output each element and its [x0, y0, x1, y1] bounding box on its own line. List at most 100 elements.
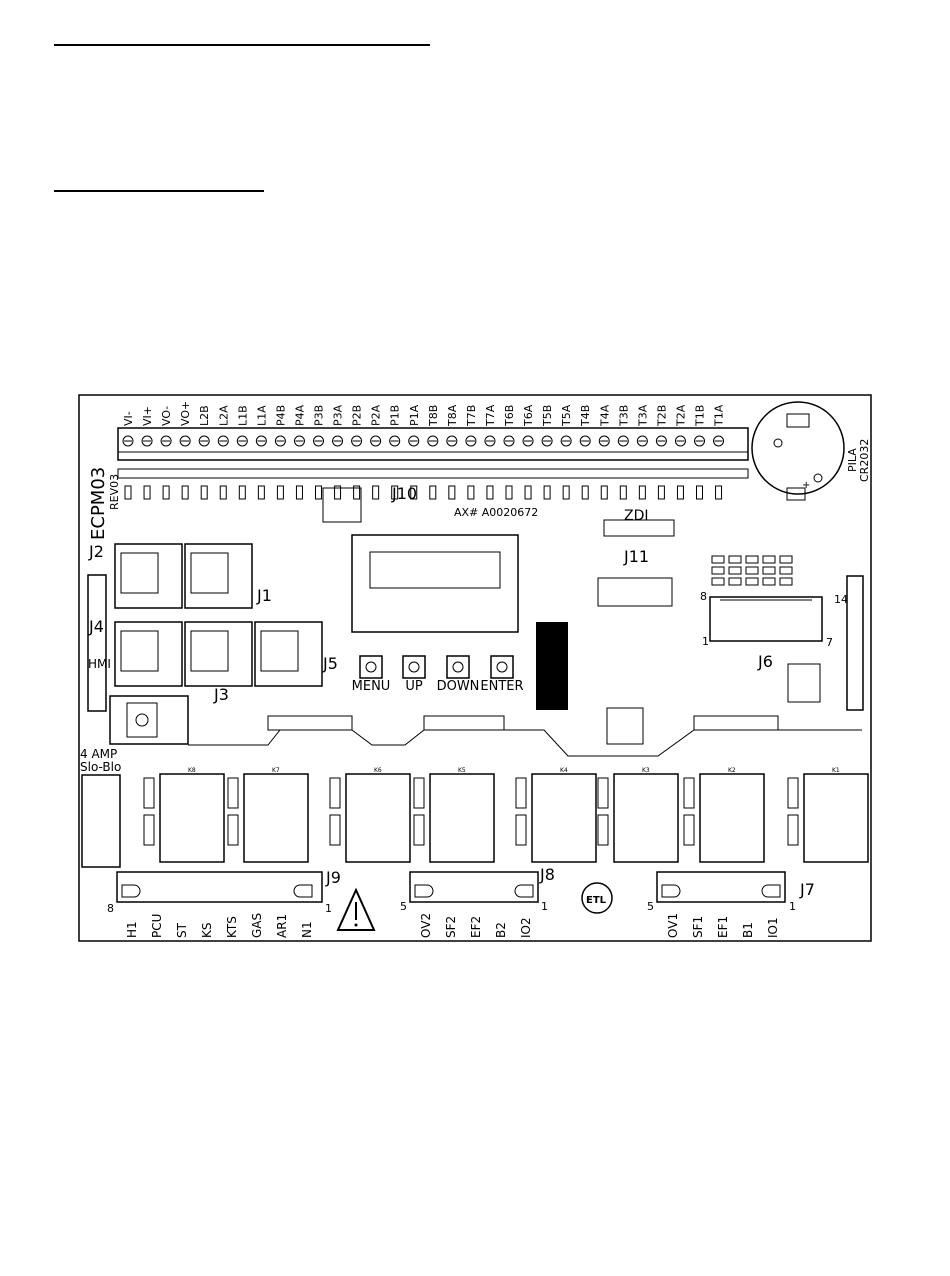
j5-label: J5	[322, 654, 338, 673]
etl-mark-text: ETL	[586, 895, 607, 906]
terminal-label: T7B	[465, 405, 478, 427]
bottom-terminal-label: IO1	[766, 917, 780, 938]
j6-label: J6	[757, 652, 773, 671]
terminal-label: P3B	[313, 405, 326, 426]
terminal-screw-icon	[579, 435, 591, 447]
button-label: ENTER	[480, 679, 523, 694]
terminal-label: P4A	[293, 404, 306, 426]
terminal-screw-icon	[313, 435, 324, 447]
relay-label: K4	[560, 767, 568, 774]
j7-pin-right: 1	[789, 900, 796, 913]
terminal-screw-icon	[351, 435, 363, 447]
terminal-label: P4B	[274, 405, 287, 426]
header-pin	[219, 485, 227, 500]
terminal-screw-icon	[598, 435, 610, 447]
terminal-label: VI+	[141, 406, 154, 426]
header-pin	[257, 485, 265, 500]
jack-j2-b	[184, 543, 253, 609]
terminal-screw-icon	[293, 435, 305, 447]
relay-label: K1	[832, 767, 840, 774]
board-model: ECPM03	[88, 467, 109, 540]
zdi-header	[603, 519, 675, 537]
terminal-label: VI-	[122, 411, 135, 426]
terminal-label: T1B	[694, 405, 707, 427]
button-label: DOWN	[437, 679, 480, 694]
header-pin	[638, 485, 646, 500]
terminal-screw-icon	[160, 435, 172, 447]
bottom-terminal-label: OV1	[666, 913, 680, 938]
terminal-label: T5A	[560, 404, 573, 427]
terminal-screw-icon	[446, 435, 458, 447]
terminal-label: T4A	[598, 404, 611, 427]
j9-pin-left: 8	[107, 902, 114, 915]
header-pin	[181, 485, 189, 500]
relay-label: K8	[188, 767, 196, 774]
chip-u9	[322, 487, 362, 523]
j8-pin-left: 5	[400, 900, 407, 913]
terminal-screw-icon	[560, 435, 572, 447]
bottom-terminal-label: EF2	[469, 916, 483, 938]
bottom-terminal-label: GAS	[250, 913, 264, 938]
fuse-f1	[81, 774, 121, 868]
relay-label: K7	[272, 767, 280, 774]
terminal-screw-icon	[179, 435, 191, 447]
terminal-screw-icon	[370, 435, 382, 447]
j6-pin-bl: 1	[702, 635, 709, 648]
terminal-label: L2B	[198, 405, 211, 426]
header-pin	[486, 485, 494, 500]
header-pin	[696, 485, 703, 500]
terminal-label: T8A	[446, 404, 459, 427]
header-pin	[391, 485, 399, 500]
terminal-screw-icon	[255, 435, 267, 447]
bottom-terminal-label: ST	[175, 922, 189, 938]
terminal-screw-icon	[674, 435, 686, 447]
bottom-terminal-label: KTS	[225, 916, 239, 938]
j10-label: J10	[391, 484, 417, 503]
isolation-trace	[188, 729, 862, 757]
relay-k1: K1	[803, 767, 869, 863]
button-up[interactable]	[402, 655, 426, 679]
terminal-screw-icon	[332, 435, 344, 447]
terminal-screw-icon	[694, 435, 705, 447]
button-menu[interactable]	[359, 655, 383, 679]
chip-u15	[606, 707, 644, 745]
bottom-terminal-label: SF2	[444, 916, 458, 938]
header-pin	[353, 485, 361, 500]
header-pin	[505, 485, 513, 500]
isolator-u8	[267, 715, 353, 731]
j8-pin-right: 1	[541, 900, 548, 913]
bottom-terminal-label: B2	[494, 922, 508, 938]
header-pin	[619, 485, 627, 500]
terminal-label: VO+	[179, 401, 192, 426]
warning-triangle-icon	[336, 887, 376, 931]
j3-label: J3	[213, 685, 229, 704]
terminal-screw-icon	[465, 435, 477, 447]
terminal-label: T1A	[713, 404, 726, 427]
terminal-label: T3A	[636, 404, 649, 427]
button-down[interactable]	[446, 655, 470, 679]
header-pin	[429, 485, 437, 500]
relay-k7: K7	[243, 767, 309, 863]
header-pin	[581, 485, 589, 500]
svg-text:+: +	[802, 480, 810, 491]
smd-components	[711, 555, 793, 586]
j6-pin-br: 7	[826, 636, 833, 649]
bottom-terminal-label: AR1	[275, 914, 289, 938]
lcd-display	[351, 534, 519, 633]
header-pin	[562, 485, 570, 500]
terminal-screw-icon	[389, 435, 401, 447]
battery-label: PILA	[846, 448, 859, 472]
j7-label: J7	[799, 880, 815, 899]
bottom-terminal-label: KS	[200, 923, 214, 939]
button-enter[interactable]	[490, 655, 514, 679]
terminal-label: P2B	[351, 405, 364, 426]
terminal-label: L1B	[236, 405, 249, 426]
relay-k4: K4	[531, 767, 597, 863]
bottom-terminal-label: N1	[300, 921, 314, 938]
relay-k8: K8	[159, 767, 225, 863]
bottom-terminal-label: B1	[741, 922, 755, 938]
terminal-screw-icon	[274, 435, 286, 447]
fuse-label-type: Slo-Blo	[80, 760, 121, 774]
terminal-screw-icon	[522, 435, 534, 447]
